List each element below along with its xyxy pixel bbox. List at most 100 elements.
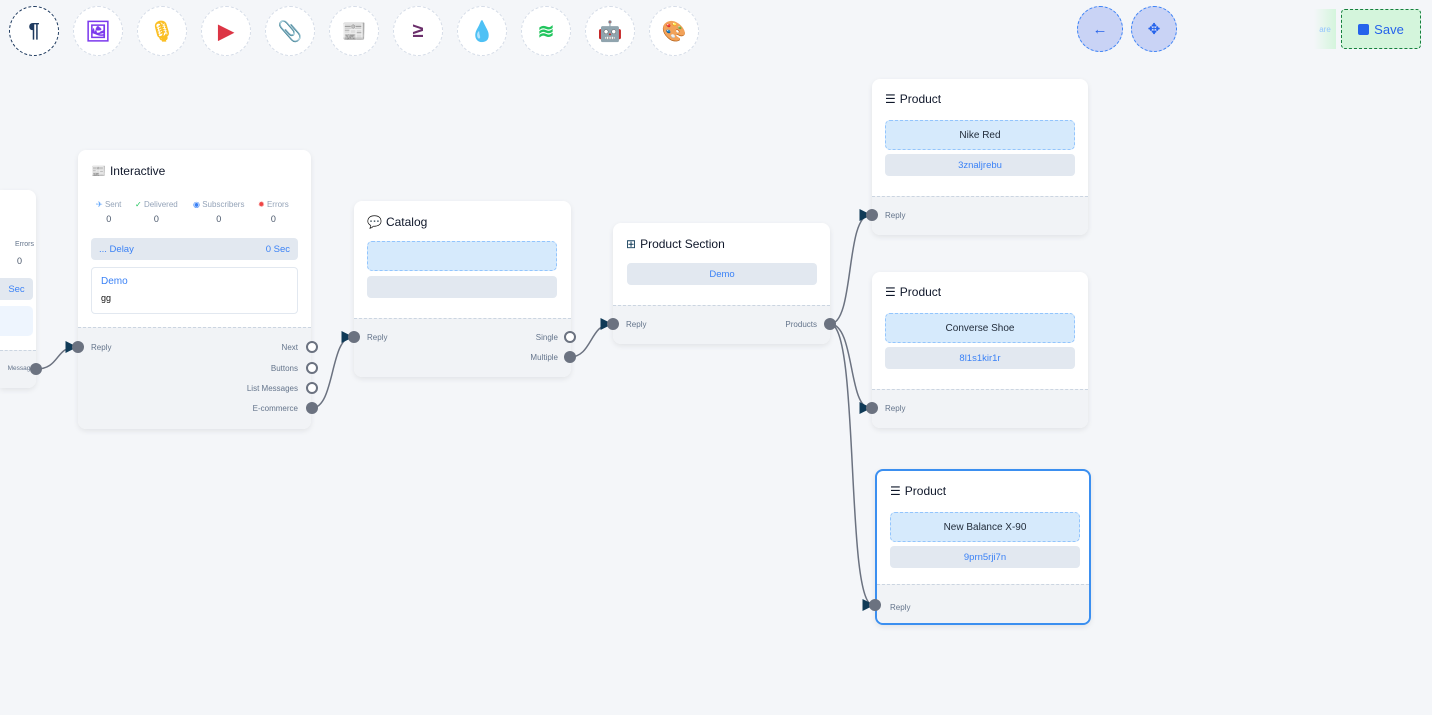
message-body: gg (101, 293, 112, 303)
product-name[interactable]: New Balance X-90 (890, 512, 1080, 542)
input-handle[interactable] (866, 402, 878, 414)
output-handle-products[interactable] (824, 318, 836, 330)
output-label: Multiple (530, 353, 558, 362)
product-node[interactable]: ☰Product Converse Shoe 8l1s1kir1r Reply (872, 272, 1088, 428)
comment-icon: 💬 (367, 215, 382, 229)
edge (829, 209, 872, 325)
message-title: Demo (101, 276, 128, 287)
node-title: ☰Product (885, 92, 942, 106)
tool-button-newspaper[interactable]: 📰 (329, 6, 379, 56)
stack-overflow-icon: ≋ (537, 20, 555, 43)
youtube-icon: ▶ (218, 20, 234, 43)
tool-button-paperclip[interactable]: 📎 (265, 6, 315, 56)
check-circle-icon: ✓ (135, 200, 142, 209)
section-item[interactable]: Demo (627, 263, 817, 285)
output-handle-next[interactable] (306, 341, 318, 353)
node-footer (354, 318, 571, 377)
message-box[interactable]: Demo gg (91, 267, 298, 314)
input-label: Reply (885, 404, 906, 413)
output-label: Buttons (270, 364, 298, 373)
delay-bar[interactable]: Sec (0, 278, 33, 300)
input-label: Reply (91, 343, 112, 352)
tool-button-image[interactable]: 🖼 (73, 6, 123, 56)
product-node[interactable]: ☰Product Nike Red 3znaljrebu Reply (872, 79, 1088, 235)
output-handle-list-messages[interactable] (306, 382, 318, 394)
tool-button-youtube[interactable]: ▶ (201, 6, 251, 56)
compress-icon: ✥ (1147, 21, 1161, 38)
input-handle[interactable] (72, 341, 84, 353)
input-label: Reply (367, 333, 388, 342)
product-node[interactable]: ☰Product New Balance X-90 9prn5rji7n Rep… (875, 469, 1091, 625)
node-footer (872, 389, 1088, 428)
collapse-button[interactable]: ✥ (1131, 6, 1177, 52)
input-label: Reply (890, 603, 911, 612)
tool-button-greater-equal[interactable]: ≥ (393, 6, 443, 56)
bars-icon: ☰ (890, 484, 901, 498)
output-handle-multiple[interactable] (564, 351, 576, 363)
node-title: ⊞Product Section (626, 237, 725, 251)
errors-label: Errors (14, 241, 34, 248)
input-handle[interactable] (866, 209, 878, 221)
paragraph-icon: ¶ (28, 19, 40, 42)
product-name[interactable]: Nike Red (885, 120, 1075, 150)
edge (35, 341, 78, 370)
save-button[interactable]: Save (1341, 9, 1421, 49)
microphone-icon: 🎙 (149, 20, 175, 43)
catalog-item[interactable] (367, 241, 557, 271)
node-title: 💬Catalog (367, 215, 428, 229)
floppy-icon (1358, 23, 1370, 35)
product-name[interactable]: Converse Shoe (885, 313, 1075, 343)
input-handle[interactable] (348, 331, 360, 343)
node-footer (78, 327, 311, 429)
errors-value: 0 (16, 256, 22, 266)
paperclip-icon: 📎 (277, 20, 303, 43)
edge (311, 331, 354, 409)
node-title: ☰Product (885, 285, 942, 299)
input-handle[interactable] (607, 318, 619, 330)
output-handle[interactable] (30, 363, 42, 375)
output-label: Message (7, 365, 34, 372)
edge (829, 323, 875, 611)
newspaper-icon: 📰 (341, 20, 367, 43)
tool-button-microphone[interactable]: 🎙 (137, 6, 187, 56)
product-code: 8l1s1kir1r (885, 347, 1075, 369)
product-code: 3znaljrebu (885, 154, 1075, 176)
tool-button-robot[interactable]: 🤖 (585, 6, 635, 56)
back-button[interactable]: ← (1077, 6, 1123, 52)
output-handle-ecommerce[interactable] (306, 402, 318, 414)
image-icon: 🖼 (85, 20, 111, 43)
tool-button-palette[interactable]: 🎨 (649, 6, 699, 56)
greater-equal-icon: ≥ (412, 19, 424, 42)
product-section-node[interactable]: ⊞Product Section Demo Reply Products (613, 223, 830, 344)
droplet-icon: 💧 (469, 20, 495, 43)
node-footer (872, 196, 1088, 235)
edge (829, 323, 872, 414)
message-box (0, 306, 33, 336)
bars-icon: ☰ (885, 92, 896, 106)
tool-button-droplet[interactable]: 💧 (457, 6, 507, 56)
edge (569, 318, 613, 358)
paper-plane-icon: ✈ (96, 200, 103, 209)
bug-icon: ✹ (258, 200, 265, 209)
input-handle[interactable] (869, 599, 881, 611)
catalog-node[interactable]: 💬Catalog Reply Single Multiple (354, 201, 571, 377)
output-handle-buttons[interactable] (306, 362, 318, 374)
partial-node[interactable]: Errors 0 Sec Message (0, 190, 36, 388)
arrow-left-icon: ← (1092, 20, 1108, 38)
catalog-item-code (367, 276, 557, 298)
node-title: ☰Product (890, 484, 947, 498)
output-label: Products (785, 320, 817, 329)
input-label: Reply (885, 211, 906, 220)
tool-button-paragraph[interactable]: ¶ (9, 6, 59, 56)
output-label: Next (281, 343, 298, 352)
product-code: 9prn5rji7n (890, 546, 1080, 568)
output-handle-single[interactable] (564, 331, 576, 343)
ghost-button: are (1314, 9, 1336, 49)
tool-button-stack-overflow[interactable]: ≋ (521, 6, 571, 56)
table-icon: ⊞ (626, 237, 637, 251)
output-label: E-commerce (252, 404, 298, 413)
